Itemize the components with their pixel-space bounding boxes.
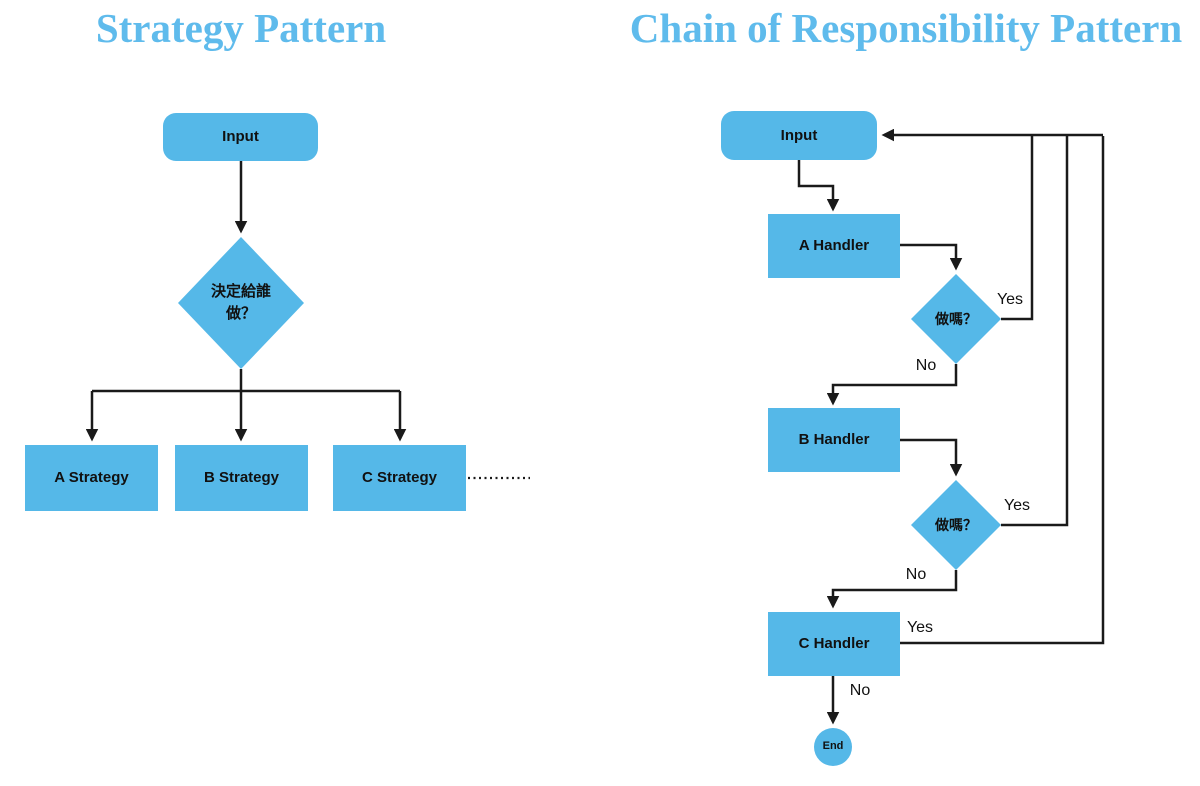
b-handler-node	[768, 408, 900, 472]
decision-a-diamond	[911, 274, 1001, 364]
decision-a-yes-label: Yes	[996, 291, 1024, 308]
strategy-c-node	[333, 445, 466, 511]
c-handler-label: C Handler	[798, 635, 870, 653]
decision-b-yes-line	[1001, 135, 1069, 527]
a-handler-label: A Handler	[798, 237, 870, 255]
right-input-label: Input	[780, 126, 818, 144]
end-node	[814, 728, 852, 766]
strategy-c-label: C Strategy	[361, 469, 438, 487]
decision-b-yes-label: Yes	[1003, 497, 1031, 514]
chain-of-responsibility-title: Chain of Responsibility Pattern	[629, 5, 1183, 51]
left-decision-label: 決定給誰 做？	[178, 240, 304, 366]
strategy-b-label: B Strategy	[203, 469, 280, 487]
b-handler-label: B Handler	[798, 431, 870, 449]
end-label: End	[822, 740, 844, 753]
left-input-node	[163, 113, 318, 161]
c-handler-no-label: No	[849, 682, 871, 699]
c-handler-yes-line	[900, 136, 1105, 645]
c-handler-yes-label: Yes	[906, 619, 934, 636]
decision-a-label: 做嗎？	[935, 310, 977, 327]
strategy-a-node	[25, 445, 158, 511]
decision-a-no-arrow	[826, 364, 958, 406]
a-handler-node	[768, 214, 900, 278]
strategy-b-node	[175, 445, 308, 511]
input-to-a-handler-arrow	[797, 160, 840, 212]
decision-b-label: 做嗎？	[935, 516, 977, 533]
decision-b-no-arrow	[826, 570, 958, 609]
decision-b-diamond	[911, 480, 1001, 570]
decision-a-yes-line	[1001, 135, 1034, 321]
left-decision-diamond	[178, 237, 304, 369]
b-handler-to-decision-arrow	[900, 438, 963, 477]
strategy-pattern-title: Strategy Pattern	[95, 5, 387, 51]
right-input-node	[721, 111, 877, 160]
decision-b-no-label: No	[905, 566, 927, 583]
a-handler-to-decision-arrow	[900, 243, 963, 271]
left-decision-label-line1: 決定給誰	[210, 283, 271, 301]
c-handler-node	[768, 612, 900, 676]
decision-a-no-label: No	[915, 357, 937, 374]
left-input-label: Input	[222, 128, 259, 146]
left-decision-label-line2: 做？	[225, 305, 256, 322]
strategy-a-label: A Strategy	[54, 469, 129, 487]
